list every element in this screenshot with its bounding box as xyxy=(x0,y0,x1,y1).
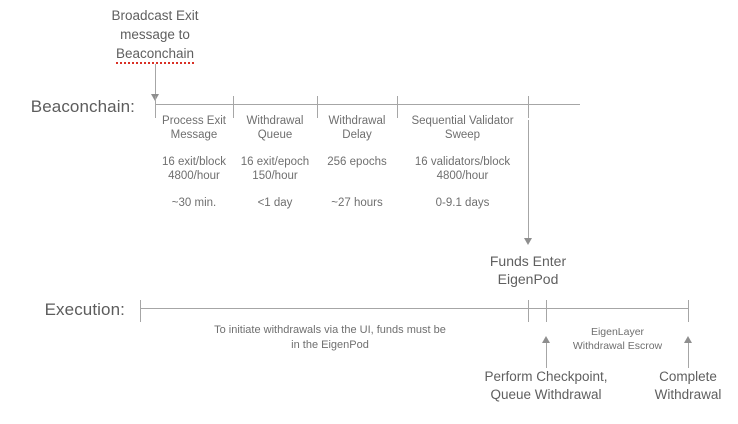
segment-1-title-line2: Queue xyxy=(257,129,293,141)
segment-0-title: Process Exit Message xyxy=(152,114,236,142)
execution-note-line2: in the EigenPod xyxy=(291,339,369,351)
segment-0-title-line1: Process Exit xyxy=(162,115,226,127)
beaconchain-row-label: Beaconchain: xyxy=(30,97,135,116)
complete-withdrawal-arrow-head-icon xyxy=(684,336,692,343)
execution-axis xyxy=(140,308,688,309)
segment-1-rate: 16 exit/epoch 150/hour xyxy=(233,155,317,183)
beaconchain-tick-3 xyxy=(397,96,398,118)
complete-withdrawal-arrow-shaft xyxy=(688,340,689,368)
segment-2-title-line1: Withdrawal xyxy=(328,115,386,127)
beaconchain-tick-1 xyxy=(233,96,234,118)
segment-2-duration: ~27 hours xyxy=(331,197,383,209)
broadcast-exit-line2: message to xyxy=(120,27,190,42)
execution-tick-funds-arrive xyxy=(528,300,529,322)
event-checkpoint-line1: Perform Checkpoint, xyxy=(484,369,608,384)
segment-1-title: Withdrawal Queue xyxy=(233,114,317,142)
segment-3-rate-line1: 16 validators/block xyxy=(414,156,511,168)
funds-enter-eigenpod-line2: EigenPod xyxy=(497,271,559,287)
segment-1-rate-line2: 150/hour xyxy=(252,170,298,182)
segment-0-rate-line1: 16 exit/block xyxy=(162,156,226,168)
funds-transfer-arrow-head-icon xyxy=(524,238,532,245)
eigenlayer-withdrawal-escrow-label: EigenLayer Withdrawal Escrow xyxy=(547,325,688,353)
broadcast-exit-line1: Broadcast Exit xyxy=(111,8,199,23)
segment-0-title-line2: Message xyxy=(170,129,218,141)
funds-transfer-arrow-shaft xyxy=(528,120,529,240)
segment-3-duration: 0-9.1 days xyxy=(435,197,490,209)
execution-tick-checkpoint xyxy=(546,300,547,322)
segment-3-rate-line2: 4800/hour xyxy=(436,170,489,182)
beaconchain-tick-4 xyxy=(528,96,529,118)
event-checkpoint-label: Perform Checkpoint, Queue Withdrawal xyxy=(466,368,626,404)
segment-0-rate-line2: 4800/hour xyxy=(168,170,220,182)
execution-row-label: Execution: xyxy=(44,300,125,319)
escrow-line1: EigenLayer xyxy=(590,326,645,338)
funds-enter-eigenpod-label: Funds Enter EigenPod xyxy=(448,252,608,288)
segment-3-rate: 16 validators/block 4800/hour xyxy=(397,155,528,183)
beaconchain-tick-2 xyxy=(317,96,318,118)
broadcast-exit-line3: Beaconchain xyxy=(55,44,255,64)
checkpoint-arrow-shaft xyxy=(546,340,547,368)
event-checkpoint-line2: Queue Withdrawal xyxy=(490,387,602,402)
segment-2-title: Withdrawal Delay xyxy=(317,114,397,142)
segment-1-title-line1: Withdrawal xyxy=(246,115,304,127)
beaconchain-spellcheck-word: Beaconchain xyxy=(115,46,195,64)
segment-0-duration: ~30 min. xyxy=(171,197,217,209)
execution-tick-start xyxy=(140,300,141,322)
segment-3-title-line2: Sweep xyxy=(444,129,481,141)
event-complete-line1: Complete xyxy=(659,369,717,384)
checkpoint-arrow-head-icon xyxy=(542,336,550,343)
segment-2-title-line2: Delay xyxy=(342,129,372,141)
segment-3-title: Sequential Validator Sweep xyxy=(397,114,528,142)
escrow-line2: Withdrawal Escrow xyxy=(572,340,663,352)
execution-note: To initiate withdrawals via the UI, fund… xyxy=(180,323,480,353)
segment-1-rate-line1: 16 exit/epoch xyxy=(240,156,310,168)
segment-2-rate-line1: 256 epochs xyxy=(327,156,387,168)
segment-0-rate: 16 exit/block 4800/hour xyxy=(152,155,236,183)
event-complete-line2: Withdrawal xyxy=(654,387,722,402)
beaconchain-tick-0 xyxy=(155,96,156,118)
broadcast-arrow-shaft xyxy=(155,64,156,102)
execution-note-line1: To initiate withdrawals via the UI, fund… xyxy=(214,324,446,336)
segment-1-duration: <1 day xyxy=(257,197,293,209)
segment-2-rate: 256 epochs xyxy=(317,155,397,169)
beaconchain-axis xyxy=(155,104,580,105)
segment-3-title-line1: Sequential Validator xyxy=(411,115,514,127)
broadcast-exit-callout: Broadcast Exit message to Beaconchain xyxy=(55,6,255,64)
funds-enter-eigenpod-line1: Funds Enter xyxy=(489,253,567,269)
event-complete-withdrawal-label: Complete Withdrawal xyxy=(629,368,738,404)
execution-tick-complete xyxy=(688,300,689,322)
